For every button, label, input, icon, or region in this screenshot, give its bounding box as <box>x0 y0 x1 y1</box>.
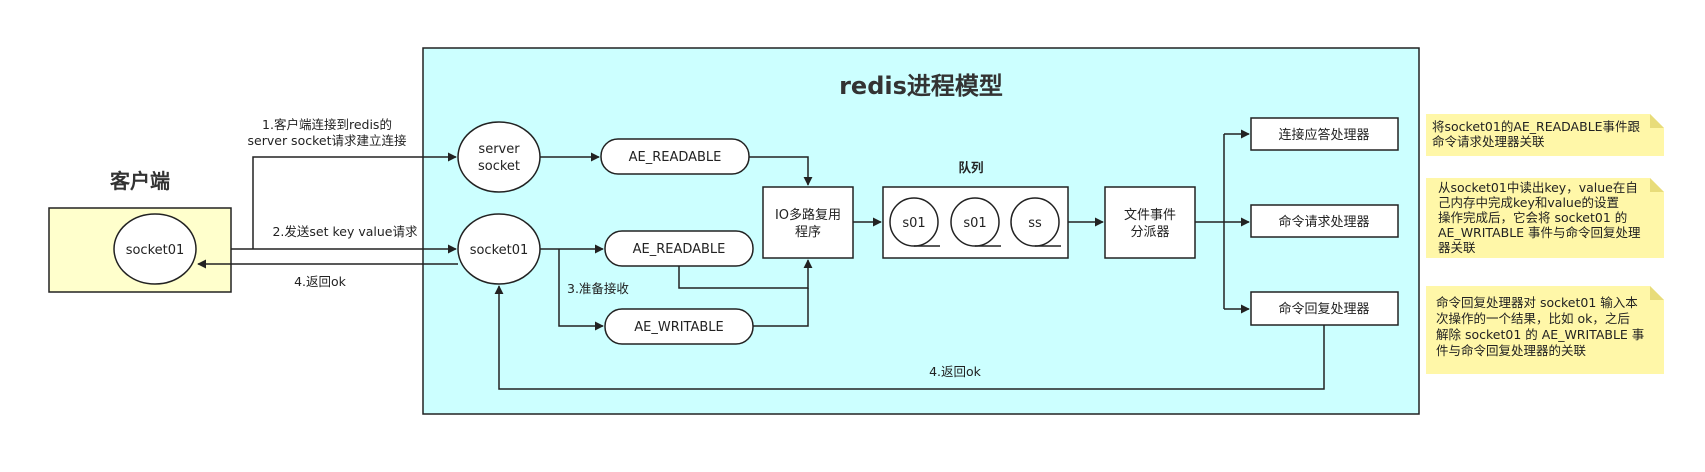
io-multiplexer-label-2: 程序 <box>795 225 821 240</box>
note-1: 将socket01的AE_READABLE事件跟 命令请求处理器关联 <box>1426 114 1664 156</box>
note-1-line-1: 将socket01的AE_READABLE事件跟 <box>1432 119 1641 134</box>
reply-handler-node <box>1250 291 1399 326</box>
edge-ae-writable-to-io-mux <box>753 288 809 327</box>
request-handler-node <box>1250 204 1399 238</box>
client-socket-node <box>113 213 197 285</box>
edge-client-to-server-socket <box>252 152 457 249</box>
note-3-fold <box>1650 286 1664 300</box>
client-socket-label: socket01 <box>126 243 185 258</box>
note-3-line-3: 解除 socket01 的 AE_WRITABLE 事 <box>1436 327 1644 342</box>
note-3-line-4: 件与命令回复处理器的关联 <box>1436 343 1587 358</box>
edge-ae-readable-2-to-io-mux <box>678 259 813 289</box>
note-2-line-5: 器关联 <box>1438 240 1476 255</box>
socket01-label: socket01 <box>470 243 529 258</box>
io-multiplexer-node <box>762 186 854 259</box>
note-1-body <box>1426 114 1664 156</box>
ae-readable-1-label: AE_READABLE <box>629 150 722 165</box>
reply-handler-label: 命令回复处理器 <box>1278 301 1369 317</box>
queue-item-3-label: ss <box>1028 216 1042 231</box>
note-2-line-1: 从socket01中读出key，value在自 <box>1438 180 1638 195</box>
request-handler-label: 命令请求处理器 <box>1278 214 1369 230</box>
connect-handler-node <box>1250 117 1399 151</box>
note-2: 从socket01中读出key，value在自 己内存中完成key和value的… <box>1426 178 1664 258</box>
note-2-line-3: 操作完成后，它会将 socket01 的 <box>1438 210 1627 225</box>
event-dispatcher-label-2: 分派器 <box>1130 225 1169 240</box>
queue-label: 队列 <box>958 160 983 175</box>
note-2-line-4: AE_WRITABLE 事件与命令回复处理 <box>1438 225 1641 240</box>
process-title: redis进程模型 <box>839 72 1003 100</box>
note-3-line-2: 次操作的一个结果，比如 ok，之后 <box>1436 311 1630 326</box>
note-3: 命令回复处理器对 socket01 输入本 次操作的一个结果，比如 ok，之后 … <box>1426 286 1664 374</box>
edge-connect-label-2: server socket请求建立连接 <box>248 133 407 148</box>
queue-item-1-label: s01 <box>902 216 925 231</box>
connect-handler-label: 连接应答处理器 <box>1278 127 1369 143</box>
note-2-fold <box>1650 178 1664 192</box>
server-socket-label-2: socket <box>478 159 520 174</box>
edge-return-ok-inner-label: 4.返回ok <box>929 364 982 379</box>
note-2-body <box>1426 178 1664 258</box>
note-3-body <box>1426 286 1664 374</box>
edge-connect-label-1: 1.客户端连接到redis的 <box>262 117 392 132</box>
client-title: 客户端 <box>109 169 170 193</box>
note-2-line-2: 己内存中完成key和value的设置 <box>1438 195 1619 210</box>
event-dispatcher-node <box>1104 186 1196 259</box>
event-dispatcher-label-1: 文件事件 <box>1124 208 1176 223</box>
server-socket-label-1: server <box>478 142 520 157</box>
server-socket-node <box>457 121 541 193</box>
ae-readable-2-label: AE_READABLE <box>633 242 726 257</box>
queue-item-2-label: s01 <box>963 216 986 231</box>
note-1-fold <box>1650 114 1664 128</box>
edge-socket01-to-ae-writable <box>558 249 604 331</box>
edge-return-ok-client-label: 4.返回ok <box>294 274 347 289</box>
edge-ae-readable-1-to-io-mux <box>749 156 813 186</box>
edge-reply-handler-to-socket01 <box>494 285 1325 390</box>
ae-writable-label: AE_WRITABLE <box>634 320 724 335</box>
note-1-line-2: 命令请求处理器关联 <box>1432 134 1545 149</box>
edge-prepare-receive-label: 3.准备接收 <box>567 281 629 296</box>
note-3-line-1: 命令回复处理器对 socket01 输入本 <box>1436 295 1638 310</box>
io-multiplexer-label-1: IO多路复用 <box>775 207 841 223</box>
edge-send-cmd-label: 2.发送set key value请求 <box>272 224 418 239</box>
